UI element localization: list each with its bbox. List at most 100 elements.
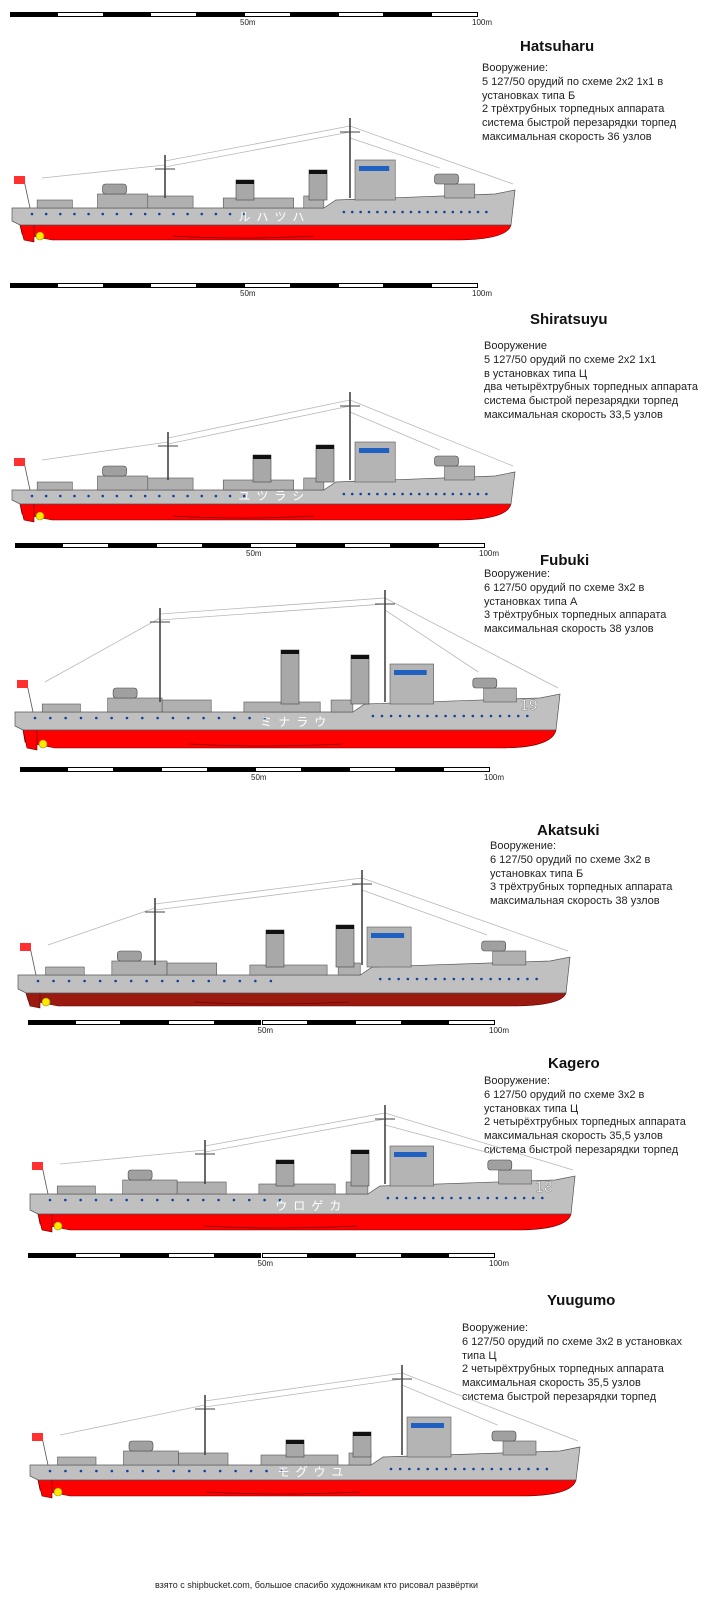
rigging-line <box>204 1112 386 1147</box>
porthole <box>409 492 413 496</box>
porthole <box>443 492 446 496</box>
armament-line: 6 127/50 орудий по схеме 3x2 в <box>484 1088 645 1101</box>
porthole <box>232 716 236 720</box>
scale-segment <box>438 543 485 548</box>
porthole <box>172 1469 176 1473</box>
hull-name: ミナラウ <box>260 715 332 729</box>
porthole <box>79 716 83 720</box>
porthole <box>186 212 189 216</box>
lower-hull <box>19 224 512 241</box>
ensign-flag-icon <box>17 680 28 688</box>
scale-segment <box>28 1020 75 1025</box>
armament-line: два четырёхтрубных торпедных аппарата <box>484 381 698 394</box>
porthole <box>476 492 480 496</box>
porthole <box>158 494 161 498</box>
scale-segment <box>401 1253 449 1258</box>
porthole <box>536 1467 539 1471</box>
scale-label-100m: 100m <box>479 549 500 558</box>
porthole <box>191 979 195 983</box>
scale-segment <box>150 12 198 17</box>
porthole <box>371 714 375 718</box>
porthole <box>498 714 502 718</box>
porthole <box>176 979 180 983</box>
porthole <box>263 1198 266 1202</box>
porthole <box>434 210 438 214</box>
porthole <box>384 210 388 214</box>
scale-segment <box>384 283 432 288</box>
lower-hull <box>19 503 512 521</box>
rigging-line <box>154 883 363 911</box>
gun-turret <box>102 465 127 477</box>
armament-line: максимальная скорость 33,5 узлов <box>484 408 663 421</box>
scale-segment <box>168 1020 215 1025</box>
scale-segment <box>10 283 57 288</box>
armament-line: система быстрой перезарядки торпед <box>482 117 677 130</box>
scale-label-50m: 50m <box>257 1259 274 1268</box>
porthole <box>280 1469 284 1473</box>
porthole <box>468 1196 471 1200</box>
rigging-line <box>41 164 166 179</box>
rigging-line <box>159 597 386 615</box>
ship-profile <box>17 870 571 1009</box>
porthole <box>200 212 204 216</box>
porthole <box>376 492 379 496</box>
armament-line: система быстрой перезарядки торпед <box>484 1143 679 1156</box>
porthole <box>418 210 421 214</box>
porthole <box>398 714 402 718</box>
armament-line: максимальная скорость 35,5 узлов <box>484 1130 663 1143</box>
porthole <box>350 492 354 496</box>
porthole <box>114 979 117 983</box>
porthole <box>203 1469 206 1473</box>
porthole <box>359 492 362 496</box>
porthole <box>444 1467 448 1471</box>
porthole <box>202 716 205 720</box>
ship-class-title: Akatsuki <box>537 822 600 839</box>
scale-segment <box>391 543 438 548</box>
hull-number: 19 <box>520 698 538 714</box>
deckhouse <box>161 699 212 713</box>
hull-name: ウロゲカ <box>275 1199 347 1213</box>
scale-segment <box>354 1253 402 1258</box>
flagstaff <box>41 1436 49 1466</box>
funnel-cap <box>351 655 369 659</box>
porthole <box>172 494 175 498</box>
porthole <box>426 714 429 718</box>
scale-segment <box>297 543 344 548</box>
rigging-line <box>401 1384 498 1426</box>
porthole <box>485 210 488 214</box>
deckhouse <box>502 1440 537 1456</box>
rigging-line <box>384 597 559 689</box>
rigging-line <box>349 137 440 169</box>
ship-class-title: Shiratsuyu <box>530 311 608 328</box>
gun-turret <box>117 950 142 962</box>
porthole <box>477 1196 481 1200</box>
ship-profile: ルハツハ <box>11 118 516 243</box>
scale-segment <box>214 1020 262 1025</box>
scale-segment <box>114 767 161 772</box>
scale-label-50m: 50m <box>240 18 256 27</box>
porthole <box>350 210 354 214</box>
rigging-line <box>401 1372 579 1442</box>
gun-turret <box>128 1440 154 1452</box>
scale-segment <box>431 12 478 17</box>
porthole <box>64 1198 67 1202</box>
porthole <box>441 1196 444 1200</box>
deckhouse <box>444 183 476 199</box>
scale-segment <box>150 283 198 288</box>
rigging-line <box>384 1124 494 1155</box>
porthole <box>384 492 388 496</box>
porthole <box>48 1469 52 1473</box>
armament-line: 5 127/50 орудий по схеме 2x2 1x1 <box>484 353 657 366</box>
funnel-cap <box>281 650 299 654</box>
porthole <box>242 494 246 498</box>
propeller-icon <box>53 1487 63 1497</box>
porthole <box>44 212 48 216</box>
armament-line: максимальная скорость 38 узлов <box>490 895 660 908</box>
funnel <box>350 654 370 705</box>
funnel-cap <box>236 180 254 184</box>
porthole <box>480 977 483 981</box>
propeller-icon <box>35 511 45 521</box>
porthole <box>36 979 40 983</box>
